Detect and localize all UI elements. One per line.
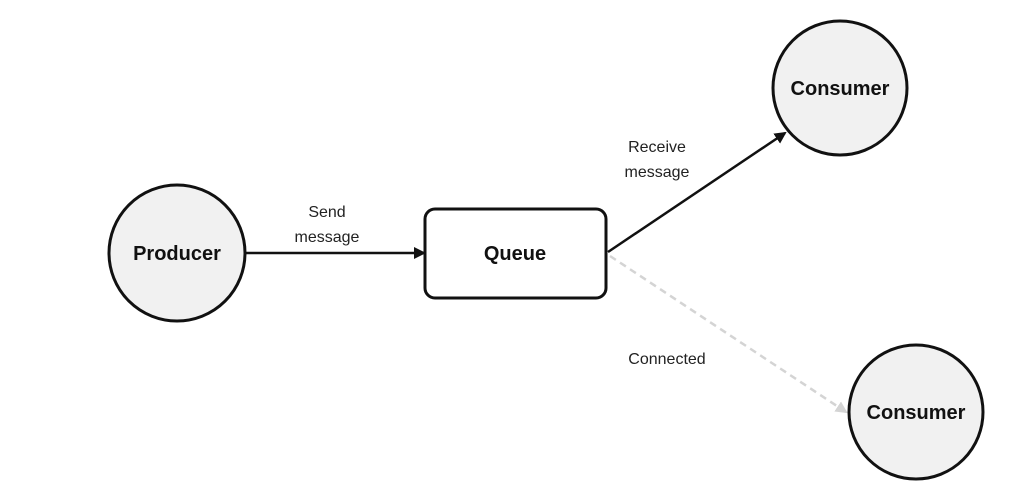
connected-label: Connected (628, 351, 705, 368)
producer-label: Producer (133, 243, 221, 265)
receive-message-arrow (607, 131, 787, 254)
receive-message-label-line1: Receive (628, 139, 686, 156)
receive-message-label-line2: message (625, 164, 690, 181)
send-message-label-line1: Send (308, 204, 345, 221)
consumer-top-label: Consumer (791, 78, 890, 100)
consumer-bottom-node: Consumer (847, 343, 985, 481)
connected-dashed-arrow (609, 254, 848, 414)
send-message-label-line2: message (295, 229, 360, 246)
consumer-top-node: Consumer (771, 19, 909, 157)
queue-label: Queue (484, 243, 546, 265)
consumer-bottom-label: Consumer (867, 402, 966, 424)
queue-node: Queue (423, 207, 608, 300)
producer-node: Producer (107, 183, 247, 323)
